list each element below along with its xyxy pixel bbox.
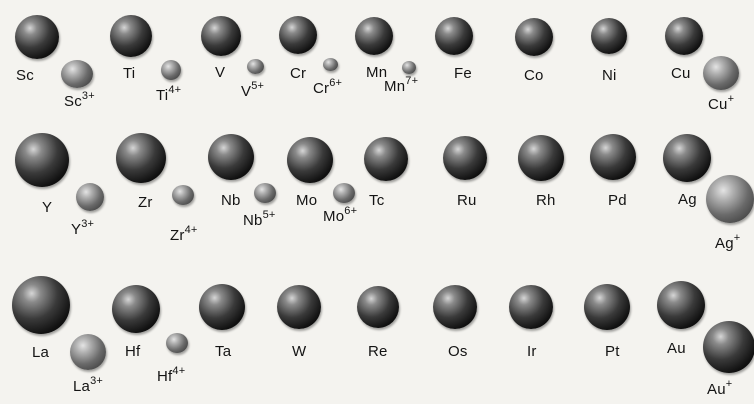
atom-label-ti: Ti: [123, 66, 135, 81]
atom-sphere-fe: [435, 17, 473, 55]
atom-label-pd: Pd: [608, 193, 627, 208]
ion-sphere-la3: [70, 334, 106, 370]
atom-label-cr: Cr: [290, 66, 306, 81]
atom-label-ni: Ni: [602, 68, 617, 83]
atom-sphere-ru: [443, 136, 487, 180]
atom-sphere-ta: [199, 284, 245, 330]
ion-label-la3: La3+: [73, 379, 103, 394]
atom-label-ta: Ta: [215, 344, 231, 359]
atom-sphere-zr: [116, 133, 166, 183]
atom-label-y: Y: [42, 200, 52, 215]
ion-sphere-ag1: [706, 175, 754, 223]
atom-label-re: Re: [368, 344, 388, 359]
atom-label-pt: Pt: [605, 344, 620, 359]
atom-label-mo: Mo: [296, 193, 317, 208]
atom-sphere-ag: [663, 134, 711, 182]
ion-label-ti4: Ti4+: [156, 88, 181, 103]
ion-label-zr4: Zr4+: [170, 228, 198, 243]
atom-label-rh: Rh: [536, 193, 556, 208]
atom-sphere-tc: [364, 137, 408, 181]
atom-sphere-cr: [279, 16, 317, 54]
ion-label-v5: V5+: [241, 84, 264, 99]
ion-sphere-mo6: [333, 183, 355, 203]
atom-sphere-la: [12, 276, 70, 334]
atom-label-v: V: [215, 65, 225, 80]
atom-sphere-re: [357, 286, 399, 328]
atom-sphere-w: [277, 285, 321, 329]
atom-sphere-mn: [355, 17, 393, 55]
atom-sphere-ir: [509, 285, 553, 329]
atom-label-os: Os: [448, 344, 468, 359]
atom-label-ag: Ag: [678, 192, 697, 207]
ion-sphere-cr6: [323, 58, 338, 71]
atom-label-w: W: [292, 344, 306, 359]
atom-sphere-os: [433, 285, 477, 329]
ion-label-hf4: Hf4+: [157, 369, 185, 384]
ion-sphere-mn7: [402, 61, 416, 74]
atom-label-ru: Ru: [457, 193, 477, 208]
ion-label-cr6: Cr6+: [313, 81, 342, 96]
ion-label-au1: Au+: [707, 382, 732, 397]
atom-label-la: La: [32, 345, 49, 360]
atom-sphere-v: [201, 16, 241, 56]
ion-sphere-v5: [247, 59, 264, 74]
atom-sphere-pd: [590, 134, 636, 180]
ion-sphere-nb5: [254, 183, 276, 203]
atom-sphere-ni: [591, 18, 627, 54]
ion-label-ag1: Ag+: [715, 236, 740, 251]
atom-label-zr: Zr: [138, 195, 153, 210]
ion-label-sc3: Sc3+: [64, 94, 95, 109]
atom-label-nb: Nb: [221, 193, 241, 208]
atom-sphere-pt: [584, 284, 630, 330]
ion-sphere-zr4: [172, 185, 194, 205]
atom-sphere-rh: [518, 135, 564, 181]
atom-label-cu: Cu: [671, 66, 691, 81]
atom-sphere-nb: [208, 134, 254, 180]
atom-sphere-mo: [287, 137, 333, 183]
ion-label-y3: Y3+: [71, 222, 94, 237]
atom-sphere-au: [657, 281, 705, 329]
ion-sphere-sc3: [61, 60, 93, 88]
atom-sphere-cu: [665, 17, 703, 55]
atom-sphere-hf: [112, 285, 160, 333]
atom-label-hf: Hf: [125, 344, 140, 359]
atom-sphere-co: [515, 18, 553, 56]
ion-label-nb5: Nb5+: [243, 213, 276, 228]
atom-label-co: Co: [524, 68, 544, 83]
atom-sphere-sc: [15, 15, 59, 59]
atom-sphere-y: [15, 133, 69, 187]
atom-label-sc: Sc: [16, 68, 34, 83]
atom-label-ir: Ir: [527, 344, 537, 359]
ion-label-mn7: Mn7+: [384, 79, 418, 94]
atom-label-fe: Fe: [454, 66, 472, 81]
atom-sphere-ti: [110, 15, 152, 57]
ion-label-cu1: Cu+: [708, 97, 734, 112]
ion-sphere-y3: [76, 183, 104, 211]
ion-sphere-hf4: [166, 333, 188, 353]
ion-label-mo6: Mo6+: [323, 209, 357, 224]
atom-label-au: Au: [667, 341, 686, 356]
atom-label-tc: Tc: [369, 193, 384, 208]
ion-sphere-cu1: [703, 56, 739, 90]
ion-sphere-ti4: [161, 60, 181, 80]
ion-sphere-au1: [703, 321, 754, 373]
